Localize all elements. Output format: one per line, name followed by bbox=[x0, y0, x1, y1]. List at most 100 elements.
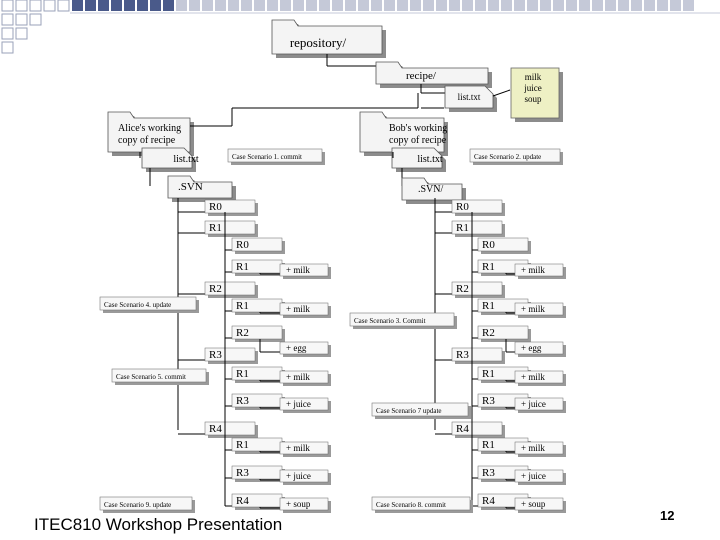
bob-rev-box bbox=[451, 199, 503, 214]
bob-working-copy bbox=[359, 111, 448, 156]
scenario-box bbox=[99, 296, 197, 311]
deco-bar-square bbox=[85, 0, 96, 11]
alice-edit-box bbox=[279, 263, 329, 277]
alice-edit-box bbox=[279, 397, 329, 411]
bob-rev-label: R2 bbox=[482, 327, 495, 339]
alice-edit-box bbox=[279, 441, 329, 455]
deco-square bbox=[29, 13, 42, 26]
bob-edit-box bbox=[514, 302, 564, 316]
bob-list-file bbox=[391, 147, 446, 172]
deco-bar-square bbox=[254, 0, 265, 11]
bob-title: copy of recipe bbox=[389, 135, 447, 146]
deco-bar-square bbox=[163, 0, 174, 11]
repo-contents-note bbox=[510, 67, 563, 122]
deco-bar-square bbox=[618, 0, 629, 11]
alice-edit-box bbox=[279, 370, 329, 384]
folder-icon bbox=[359, 111, 445, 153]
bob-edit-box bbox=[514, 441, 564, 455]
scenario-box bbox=[111, 368, 207, 383]
alice-rev-label: R3 bbox=[209, 349, 222, 361]
bob-edit-label: + milk bbox=[521, 265, 545, 275]
deco-bar-square bbox=[111, 0, 122, 11]
alice-svn-label: .SVN bbox=[178, 181, 203, 193]
alice-edit-label: + milk bbox=[286, 304, 310, 314]
bob-rev-label: R4 bbox=[482, 495, 495, 507]
deco-bar-square bbox=[436, 0, 447, 11]
scenario-label: Case Scenario 2. update bbox=[474, 153, 541, 161]
deco-square bbox=[1, 27, 14, 40]
deco-bar-square bbox=[501, 0, 512, 11]
alice-rev-label: R2 bbox=[209, 283, 222, 295]
deco-square bbox=[43, 0, 56, 12]
alice-title: Alice's working bbox=[118, 123, 181, 134]
folder-icon bbox=[271, 19, 383, 55]
bob-rev-box bbox=[451, 281, 503, 296]
alice-rev-label: R2 bbox=[236, 327, 249, 339]
bob-rev-label: R1 bbox=[482, 439, 495, 451]
bob-rev-label: R1 bbox=[456, 222, 469, 234]
alice-rev-box bbox=[204, 421, 256, 436]
bob-rev-label: R3 bbox=[456, 349, 469, 361]
alice-rev-label: R0 bbox=[209, 201, 222, 213]
scenario-label: Case Scenario 5. commit bbox=[116, 373, 186, 381]
deco-bar-square bbox=[488, 0, 499, 11]
deco-bar-square bbox=[176, 0, 187, 11]
note-box bbox=[510, 67, 560, 119]
bob-rev-box bbox=[477, 237, 529, 252]
scenario-label: Case Scenario 4. update bbox=[104, 301, 171, 309]
deco-bar-square bbox=[280, 0, 291, 11]
bob-edit-box bbox=[514, 263, 564, 277]
folder-icon bbox=[401, 177, 463, 201]
bob-rev-label: R0 bbox=[482, 239, 495, 251]
bob-svn-label: .SVN/ bbox=[418, 184, 444, 195]
connector-line bbox=[492, 89, 511, 97]
repo-list-file bbox=[444, 85, 497, 112]
scenario-label: Case Scenario 7 update bbox=[376, 407, 442, 415]
bob-list-label: list.txt bbox=[417, 154, 443, 165]
deco-bar-square bbox=[410, 0, 421, 11]
deco-bar-square bbox=[657, 0, 668, 11]
deco-square bbox=[1, 0, 14, 12]
footer-title: ITEC810 Workshop Presentation bbox=[34, 515, 283, 534]
repository-folder bbox=[271, 19, 386, 58]
alice-rev-label: R1 bbox=[209, 222, 222, 234]
alice-list-label: list.txt bbox=[173, 154, 199, 165]
deco-square bbox=[57, 0, 70, 12]
deco-bar-square bbox=[215, 0, 226, 11]
alice-rev-box bbox=[204, 347, 256, 362]
folder-icon bbox=[107, 111, 191, 153]
alice-edit-label: + juice bbox=[286, 471, 311, 481]
alice-rev-label: R3 bbox=[236, 467, 249, 479]
bob-edit-label: + juice bbox=[521, 471, 546, 481]
alice-rev-box bbox=[231, 325, 283, 340]
bob-rev-box bbox=[451, 220, 503, 235]
deco-bar-square bbox=[514, 0, 525, 11]
deco-bar-square bbox=[202, 0, 213, 11]
folder-icon bbox=[167, 175, 233, 199]
bob-rev-label: R1 bbox=[482, 261, 495, 273]
bob-svn-folder bbox=[401, 177, 466, 204]
bob-edit-box bbox=[514, 341, 564, 355]
deco-square bbox=[15, 27, 28, 40]
deco-bar-square bbox=[267, 0, 278, 11]
deco-bar-square bbox=[319, 0, 330, 11]
deco-bar-square bbox=[553, 0, 564, 11]
alice-edit-label: + egg bbox=[286, 343, 307, 353]
repo-note-line: juice bbox=[523, 83, 542, 93]
deco-bar-square bbox=[345, 0, 356, 11]
deco-square bbox=[1, 41, 14, 54]
deco-bar-square bbox=[670, 0, 681, 11]
alice-edit-label: + milk bbox=[286, 372, 310, 382]
bob-edit-label: + milk bbox=[521, 304, 545, 314]
bob-rev-label: R0 bbox=[456, 201, 469, 213]
repository-label: repository/ bbox=[290, 35, 347, 50]
deco-square bbox=[15, 13, 28, 26]
deco-square bbox=[15, 0, 28, 12]
deco-bar-square bbox=[124, 0, 135, 11]
recipe-folder bbox=[375, 61, 492, 88]
bob-rev-label: R1 bbox=[482, 300, 495, 312]
alice-working-copy bbox=[107, 111, 194, 156]
deco-bar-square bbox=[150, 0, 161, 11]
alice-rev-box bbox=[204, 220, 256, 235]
